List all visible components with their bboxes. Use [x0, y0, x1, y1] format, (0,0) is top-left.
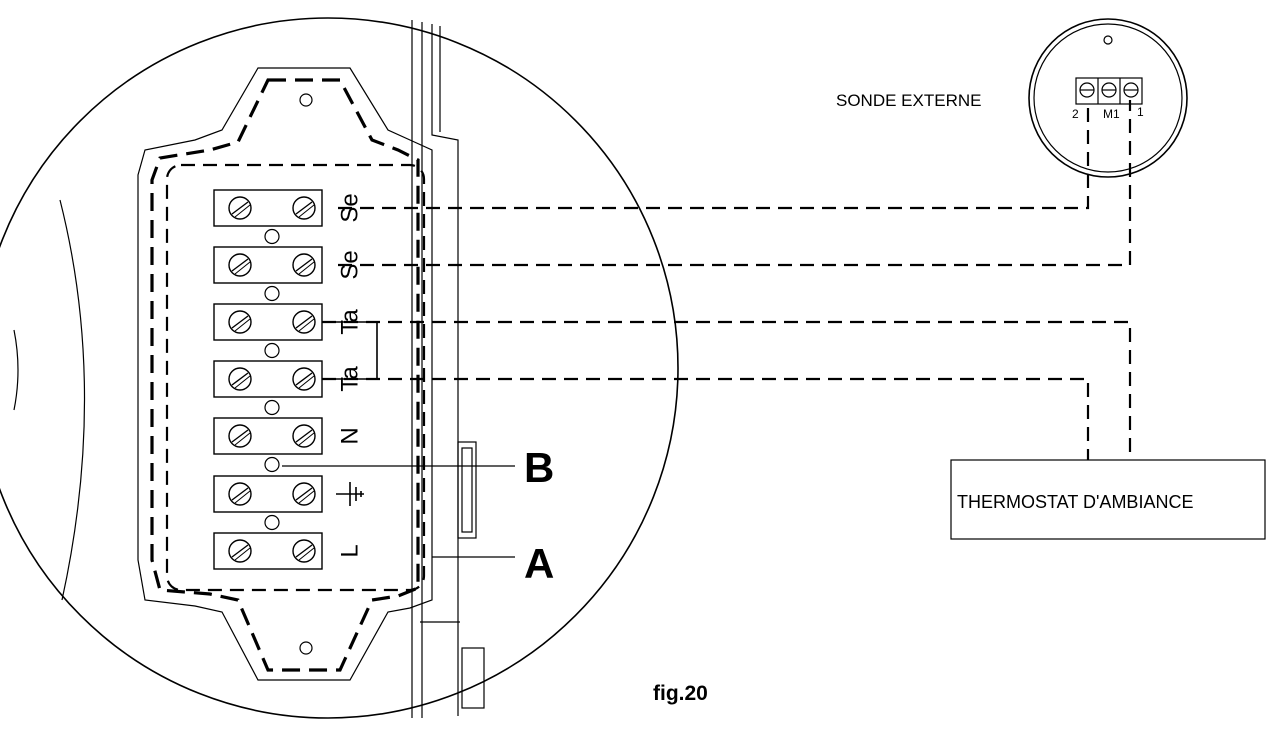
terminal-label-n: N [337, 427, 364, 444]
terminal-separator [264, 228, 280, 245]
screw-icon [228, 482, 252, 506]
terminal-row [213, 532, 323, 570]
room-thermostat-label: THERMOSTAT D'AMBIANCE [957, 492, 1193, 512]
wiring [322, 100, 1132, 460]
figure-label: fig.20 [653, 682, 708, 705]
terminal-label-l: L [337, 544, 364, 557]
terminal-housing [213, 303, 323, 341]
terminal-separator [264, 342, 280, 359]
terminal-separator [264, 456, 280, 473]
terminal-housing [213, 189, 323, 227]
terminal-row [213, 360, 323, 398]
screw-icon [228, 539, 252, 563]
room-thermostat [950, 459, 1266, 540]
terminal-row [213, 475, 323, 513]
screw-icon [292, 253, 316, 277]
callout-a: A [524, 540, 554, 587]
screw-icon [292, 482, 316, 506]
screw-icon [228, 367, 252, 391]
wire-ta-2 [322, 377, 1090, 460]
terminal-row [213, 417, 323, 455]
screw-icon [228, 253, 252, 277]
external-sensor: 2 M1 1 [1028, 18, 1188, 178]
terminal-housing [213, 532, 323, 570]
earth-icon [336, 482, 364, 506]
sensor-terminal-m1: M1 [1103, 107, 1120, 121]
screw-icon [292, 310, 316, 334]
sensor-terminal-1: 1 [1137, 105, 1144, 119]
external-sensor-label: SONDE EXTERNE [836, 91, 981, 110]
screw-icon [292, 539, 316, 563]
screw-icon [292, 424, 316, 448]
terminal-housing [213, 246, 323, 284]
wire-se-2 [338, 100, 1132, 267]
wire-se-1 [338, 100, 1090, 210]
screw-icon [228, 310, 252, 334]
terminal-housing [213, 475, 323, 513]
callout-b: B [524, 444, 554, 491]
terminal-block [213, 189, 323, 570]
terminal-separator [264, 399, 280, 416]
sensor-terminal-2: 2 [1072, 107, 1079, 121]
screw-icon [292, 196, 316, 220]
terminal-separator [264, 514, 280, 531]
terminal-row [213, 303, 323, 341]
screw-icon [292, 367, 316, 391]
magnified-view [0, 17, 679, 719]
terminal-separator [264, 285, 280, 302]
screw-icon [228, 196, 252, 220]
terminal-row [213, 189, 323, 227]
wire-ta-1 [322, 320, 1132, 460]
terminal-housing [213, 360, 323, 398]
terminal-row [213, 246, 323, 284]
screw-icon [228, 424, 252, 448]
terminal-housing [213, 417, 323, 455]
